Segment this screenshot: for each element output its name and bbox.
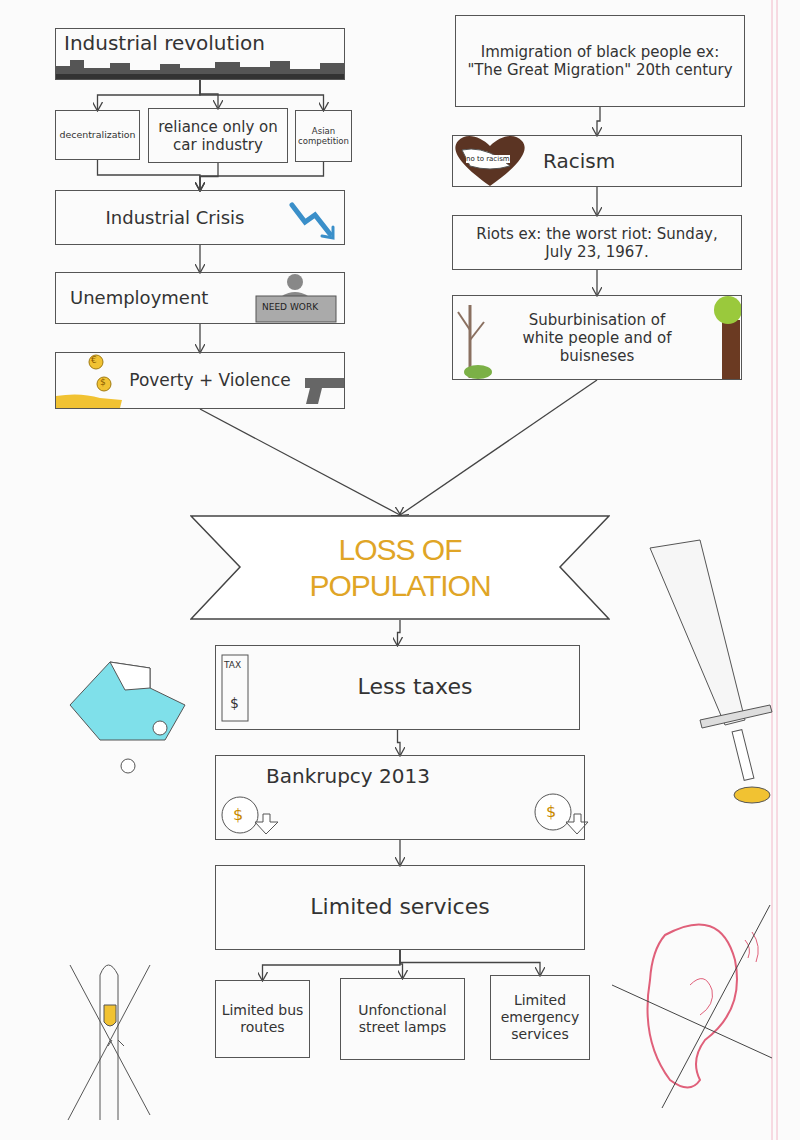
node-text: Immigration of black people ex: "The Gre… xyxy=(464,43,736,79)
process-box: Bankrupcy 2013 xyxy=(215,755,585,840)
sword xyxy=(650,540,772,803)
service-box: Limited emergency services xyxy=(490,975,590,1060)
node-text: Unemployment xyxy=(70,287,208,309)
node-text: Industrial revolution xyxy=(64,31,265,55)
node-text: Unfonctional street lamps xyxy=(345,1002,460,1036)
city-skyline xyxy=(56,60,344,80)
flow-arrow xyxy=(200,162,324,190)
flow-arrow xyxy=(400,950,540,975)
banner-title: LOSS OF POPULATION xyxy=(250,532,550,604)
service-box: Limited bus routes xyxy=(215,980,310,1058)
flow-arrow xyxy=(399,840,400,865)
process-box: Riots ex: the worst riot: Sunday, July 2… xyxy=(452,215,742,270)
node-text: Bankrupcy 2013 xyxy=(266,764,430,788)
chevron-outline xyxy=(190,515,610,620)
person-with-sign xyxy=(256,274,336,322)
flow-arrow xyxy=(400,380,597,515)
icon-label: TAX xyxy=(224,660,241,670)
flow-arrow xyxy=(200,80,218,108)
node-text: Racism xyxy=(543,149,615,173)
icon-label: $ xyxy=(233,805,243,824)
flow-arrow xyxy=(200,409,400,515)
tax-document xyxy=(222,655,248,721)
flow-arrow xyxy=(199,245,200,272)
process-box: Unemployment xyxy=(55,272,345,324)
node-text: Less taxes xyxy=(358,674,473,700)
margin-lines xyxy=(772,0,777,1140)
process-box: Industrial Crisis xyxy=(55,190,345,245)
service-box: Unfonctional street lamps xyxy=(340,978,465,1060)
flow-arrow xyxy=(398,620,401,645)
node-text: Limited bus routes xyxy=(220,1002,305,1036)
flow-arrow xyxy=(263,950,401,980)
process-box: Suburbinisation of white people and of b… xyxy=(452,295,742,380)
gun xyxy=(305,378,345,404)
heart-hands xyxy=(455,136,524,186)
flow-arrow xyxy=(596,187,597,215)
node-text: Suburbinisation of white people and of b… xyxy=(508,311,686,365)
process-box: Poverty + Violence xyxy=(55,352,345,409)
flow-arrow xyxy=(596,270,597,295)
process-box: Industrial revolution xyxy=(55,28,345,80)
icon-label: $ xyxy=(546,802,556,821)
flow-arrow xyxy=(597,107,600,135)
flow-arrow xyxy=(398,730,401,755)
coins-and-hand xyxy=(56,355,122,408)
cause-box: decentralization xyxy=(55,110,140,160)
trees xyxy=(458,296,742,380)
flow-arrow xyxy=(98,160,201,190)
falling-coins xyxy=(222,794,588,834)
node-text: Limited emergency services xyxy=(495,992,585,1042)
decline-arrow xyxy=(292,205,333,238)
flow-arrow xyxy=(200,80,324,110)
node-text: Limited services xyxy=(310,894,489,920)
node-text: Poverty + Violence xyxy=(129,370,290,390)
crossed-ear xyxy=(612,905,772,1108)
flow-arrow xyxy=(98,80,201,110)
cause-box: reliance only on car industry xyxy=(148,108,288,163)
car xyxy=(70,662,185,773)
icon-label: no to racism xyxy=(466,155,510,163)
icon-label: NEED WORK xyxy=(262,302,318,312)
node-text: Riots ex: the worst riot: Sunday, July 2… xyxy=(461,225,733,261)
cause-box: Asian competition xyxy=(295,110,352,162)
banner-band: LOSS OF POPULATION xyxy=(190,515,610,620)
icon-label: € xyxy=(91,355,97,365)
node-text: reliance only on car industry xyxy=(153,118,283,154)
flow-arrow xyxy=(199,324,200,352)
broken-street-lamp xyxy=(68,965,150,1120)
process-box: Limited services xyxy=(215,865,585,950)
node-text: decentralization xyxy=(59,129,135,140)
node-text: Industrial Crisis xyxy=(106,207,245,229)
icon-label: $ xyxy=(100,377,106,387)
process-box: Immigration of black people ex: "The Gre… xyxy=(455,15,745,107)
node-text: Asian competition xyxy=(298,126,349,147)
icon-label: $ xyxy=(230,695,239,711)
process-box: Less taxes xyxy=(215,645,580,730)
